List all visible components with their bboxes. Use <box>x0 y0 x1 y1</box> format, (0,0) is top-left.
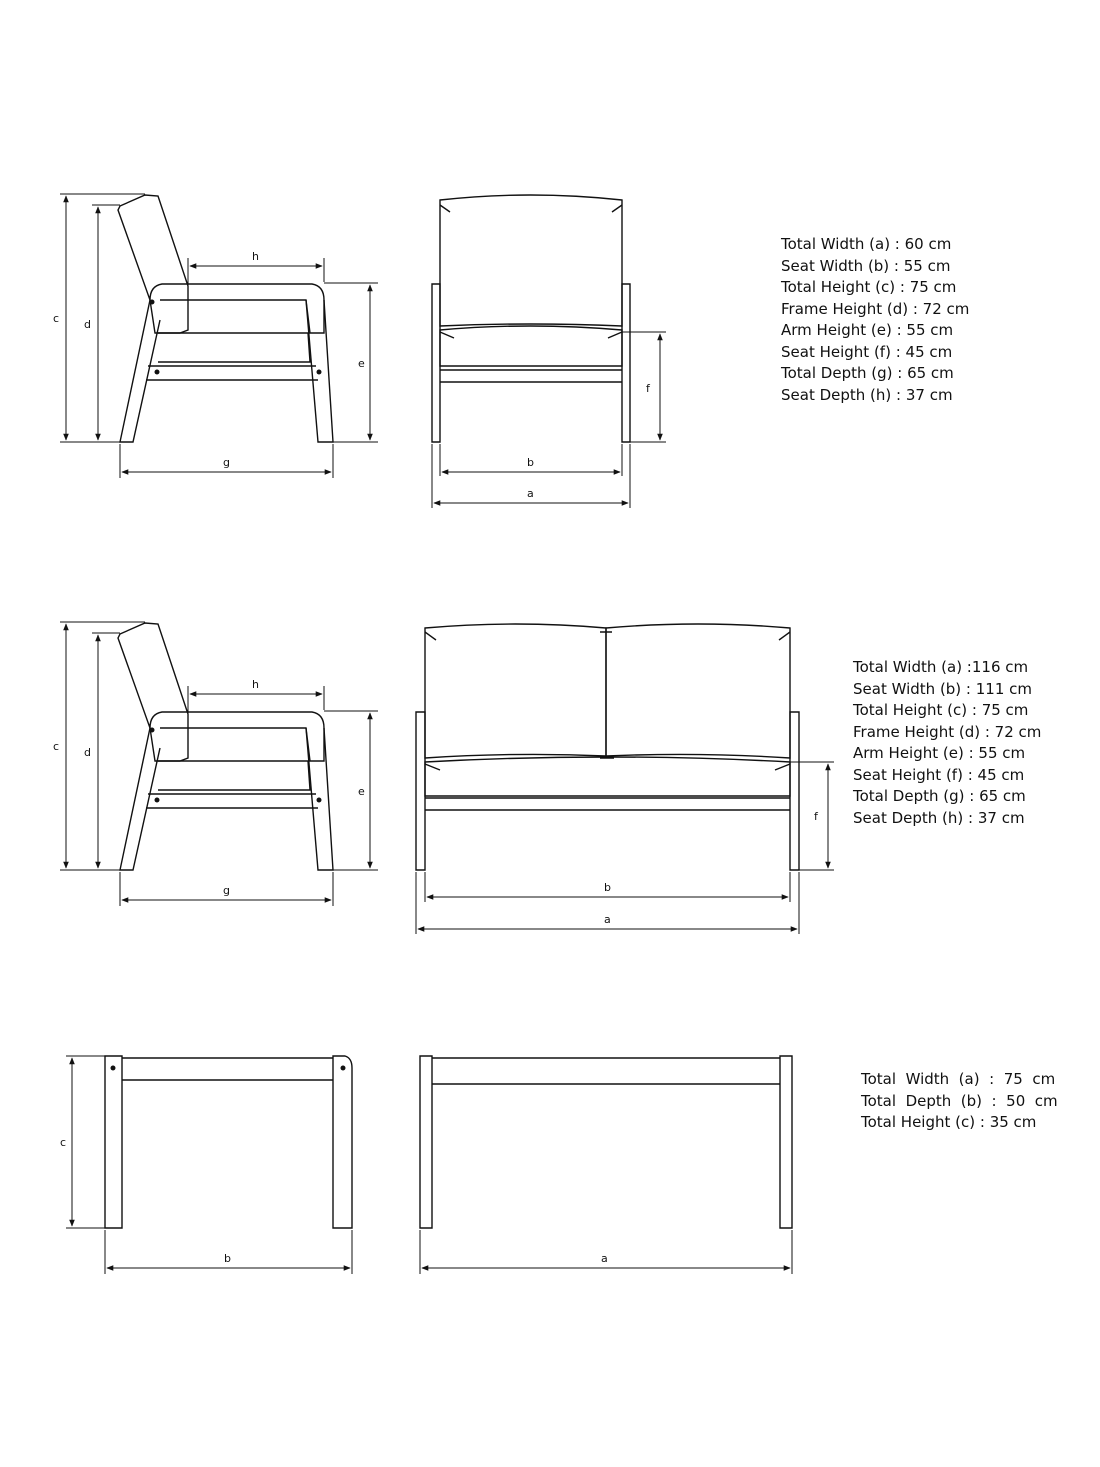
spec-total-depth: Total Depth (b) : 50 cm <box>861 1091 1058 1110</box>
sofa-front-view <box>415 623 800 871</box>
dim-label-e: e <box>358 357 365 370</box>
dim-label-b: b <box>224 1252 231 1265</box>
spec-total-depth: Total Depth (g) : 65 cm <box>853 787 1026 805</box>
dim-label-c: c <box>60 1136 66 1149</box>
spec-total-width: Total Width (a) : 60 cm <box>781 235 952 253</box>
table-spec-list: Total Width (a) : 75 cm Total Depth (b) … <box>861 1069 1058 1134</box>
dim-label-d: d <box>84 318 91 331</box>
chair-side-dimensions <box>60 193 378 478</box>
spec-seat-height: Seat Height (f) : 45 cm <box>853 765 1025 784</box>
sofa-front-labels: f b a <box>604 810 819 926</box>
spec-total-width: Total Width (a) :116 cm <box>853 658 1029 676</box>
sofa-side-view <box>117 622 334 871</box>
dim-label-c: c <box>53 740 59 753</box>
chair-side-labels: c d h e g <box>53 250 365 469</box>
dim-label-f: f <box>814 810 819 823</box>
spec-seat-width: Seat Width (b) : 111 cm <box>853 679 1033 698</box>
dim-label-h: h <box>252 678 259 691</box>
dim-label-b: b <box>604 881 611 894</box>
dim-label-c: c <box>53 312 59 325</box>
dim-label-g: g <box>223 884 230 897</box>
chair-front-dimensions <box>431 331 666 508</box>
dim-label-e: e <box>358 785 365 798</box>
spec-frame-height: Frame Height (d) : 72 cm <box>853 722 1042 741</box>
dim-label-a: a <box>604 913 611 926</box>
dim-label-g: g <box>223 456 230 469</box>
chair-spec-list: Total Width (a) : 60 cm Seat Width (b) :… <box>781 234 969 406</box>
table-side-view <box>104 1055 353 1229</box>
spec-seat-height: Seat Height (f) : 45 cm <box>781 342 953 361</box>
dim-label-a: a <box>601 1252 608 1265</box>
chair-front-view <box>431 194 631 443</box>
dim-label-a: a <box>527 487 534 500</box>
dim-label-h: h <box>252 250 259 263</box>
chair-side-view <box>117 194 334 443</box>
sofa-front-dimensions <box>415 761 834 934</box>
spec-arm-height: Arm Height (e) : 55 cm <box>853 744 1026 762</box>
sofa-spec-list: Total Width (a) :116 cm Seat Width (b) :… <box>853 657 1041 829</box>
table-side-labels: c b <box>60 1136 231 1265</box>
spec-seat-depth: Seat Depth (h) : 37 cm <box>781 385 953 404</box>
spec-frame-height: Frame Height (d) : 72 cm <box>781 299 970 318</box>
dim-label-d: d <box>84 746 91 759</box>
spec-total-height: Total Height (c) : 75 cm <box>781 278 957 296</box>
spec-seat-depth: Seat Depth (h) : 37 cm <box>853 808 1025 827</box>
spec-arm-height: Arm Height (e) : 55 cm <box>781 321 954 339</box>
chair-front-labels: f b a <box>527 382 651 500</box>
sofa-side-dimensions <box>60 621 378 906</box>
dim-label-b: b <box>527 456 534 469</box>
spec-total-depth: Total Depth (g) : 65 cm <box>781 364 954 382</box>
table-front-view <box>419 1055 793 1229</box>
table-front-dimensions <box>419 1230 793 1274</box>
spec-total-height: Total Height (c) : 75 cm <box>853 701 1029 719</box>
table-side-dimensions <box>66 1055 353 1274</box>
spec-total-width: Total Width (a) : 75 cm <box>861 1070 1056 1088</box>
dim-label-f: f <box>646 382 651 395</box>
table-front-labels: a <box>601 1252 608 1265</box>
spec-seat-width: Seat Width (b) : 55 cm <box>781 256 951 275</box>
spec-total-height: Total Height (c) : 35 cm <box>861 1113 1037 1131</box>
sofa-side-labels: c d h e g <box>53 678 365 897</box>
